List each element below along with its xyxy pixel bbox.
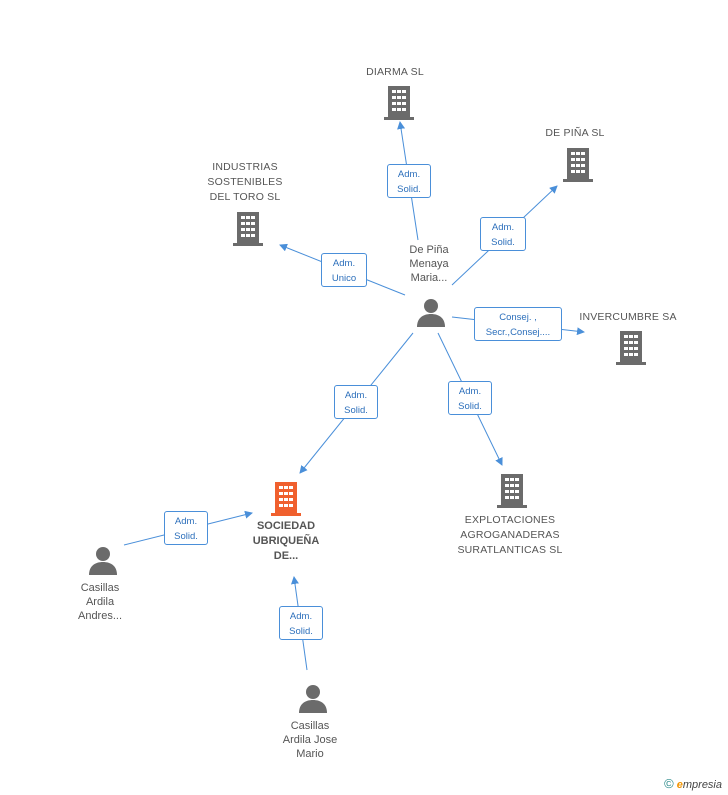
building-icon-industrias[interactable]	[233, 212, 263, 246]
copyright-icon: ©	[664, 776, 674, 791]
building-icon-depina-sl[interactable]	[563, 148, 593, 182]
node-label-industrias[interactable]: INDUSTRIAS SOSTENIBLES DEL TORO SL	[190, 160, 300, 205]
node-label-line: Andres...	[77, 610, 123, 622]
building-icon-diarma[interactable]	[384, 86, 414, 120]
node-label-line: Casillas	[80, 582, 120, 594]
person-icon-depina[interactable]	[416, 298, 446, 328]
node-label-line: UBRIQUEÑA	[252, 535, 320, 547]
node-label-line: Casillas	[290, 720, 330, 732]
edge-label-line: Solid.	[397, 184, 421, 195]
edge-label-to-explotaciones[interactable]: Adm. Solid.	[448, 381, 492, 415]
edge-label-line: Solid.	[344, 405, 368, 416]
building-icon-invercumbre[interactable]	[616, 331, 646, 365]
edge-label-line: Solid.	[289, 626, 313, 637]
edge-label-jose-to-sociedad[interactable]: Adm. Solid.	[279, 606, 323, 640]
node-label-casillas-andres[interactable]: Casillas Ardila Andres...	[50, 581, 150, 623]
edge-label-andres-to-sociedad[interactable]: Adm. Solid.	[164, 511, 208, 545]
edge-label-line: Adm.	[174, 516, 198, 527]
node-label-diarma[interactable]: DIARMA SL	[366, 66, 424, 78]
person-icon-casillas-andres[interactable]	[88, 546, 118, 576]
node-label-line: Ardila Jose	[282, 734, 338, 746]
edge-label-line: Adm.	[397, 169, 421, 180]
building-icon-sociedad[interactable]	[271, 482, 301, 516]
edge-label-line: Consej. ,	[499, 312, 537, 323]
edge-label-line: Adm.	[491, 222, 515, 233]
node-label-line: Mario	[296, 748, 324, 760]
person-icon-casillas-jose[interactable]	[298, 684, 328, 714]
edge-label-line: Adm.	[332, 258, 356, 269]
edge-label-line: Solid.	[491, 237, 515, 248]
footer-brand[interactable]: © empresia	[664, 776, 722, 791]
node-label-depina-sl[interactable]: DE PIÑA SL	[545, 127, 605, 139]
edge-label-to-industrias[interactable]: Adm. Unico	[321, 253, 367, 287]
edge-label-line: Unico	[331, 273, 357, 284]
brand-logo: empresia	[677, 779, 722, 791]
edge-label-line: Solid.	[458, 401, 482, 412]
edge-label-depina-to-sociedad[interactable]: Adm. Solid.	[334, 385, 378, 419]
brand-initial: e	[676, 779, 683, 791]
node-label-invercumbre[interactable]: INVERCUMBRE SA	[579, 311, 677, 323]
brand-rest: mpresia	[682, 779, 722, 791]
node-label-line: Maria...	[410, 272, 448, 284]
node-label-explotaciones[interactable]: EXPLOTACIONES AGROGANADERAS SURATLANTICA…	[440, 513, 580, 558]
node-label-line: DEL TORO SL	[209, 191, 281, 203]
edge-label-line: Adm.	[458, 386, 482, 397]
edge-label-line: Adm.	[289, 611, 313, 622]
node-label-line: AGROGANADERAS	[460, 529, 560, 541]
node-label-line: Menaya	[409, 258, 449, 270]
node-label-line: SOSTENIBLES	[207, 176, 283, 188]
node-label-line: SURATLANTICAS SL	[457, 544, 563, 556]
edge-label-line: Solid.	[174, 531, 198, 542]
edge-label-to-invercumbre[interactable]: Consej. , Secr.,Consej....	[474, 307, 562, 341]
node-label-line: INDUSTRIAS	[212, 161, 278, 173]
edge-label-line: Adm.	[344, 390, 368, 401]
node-label-line: Ardila	[85, 596, 115, 608]
edge-label-to-diarma[interactable]: Adm. Solid.	[387, 164, 431, 198]
edge-label-line: Secr.,Consej....	[485, 327, 551, 338]
node-label-depina-person[interactable]: De Piña Menaya Maria...	[379, 243, 479, 285]
node-label-line: SOCIEDAD	[256, 520, 316, 532]
node-label-sociedad[interactable]: SOCIEDAD UBRIQUEÑA DE...	[236, 519, 336, 564]
node-label-line: DE...	[273, 550, 299, 562]
node-label-line: De Piña	[409, 244, 449, 256]
building-icon-explotaciones[interactable]	[497, 474, 527, 508]
node-label-line: EXPLOTACIONES	[464, 514, 556, 526]
edge-label-to-depina-sl[interactable]: Adm. Solid.	[480, 217, 526, 251]
node-label-casillas-jose[interactable]: Casillas Ardila Jose Mario	[260, 719, 360, 761]
